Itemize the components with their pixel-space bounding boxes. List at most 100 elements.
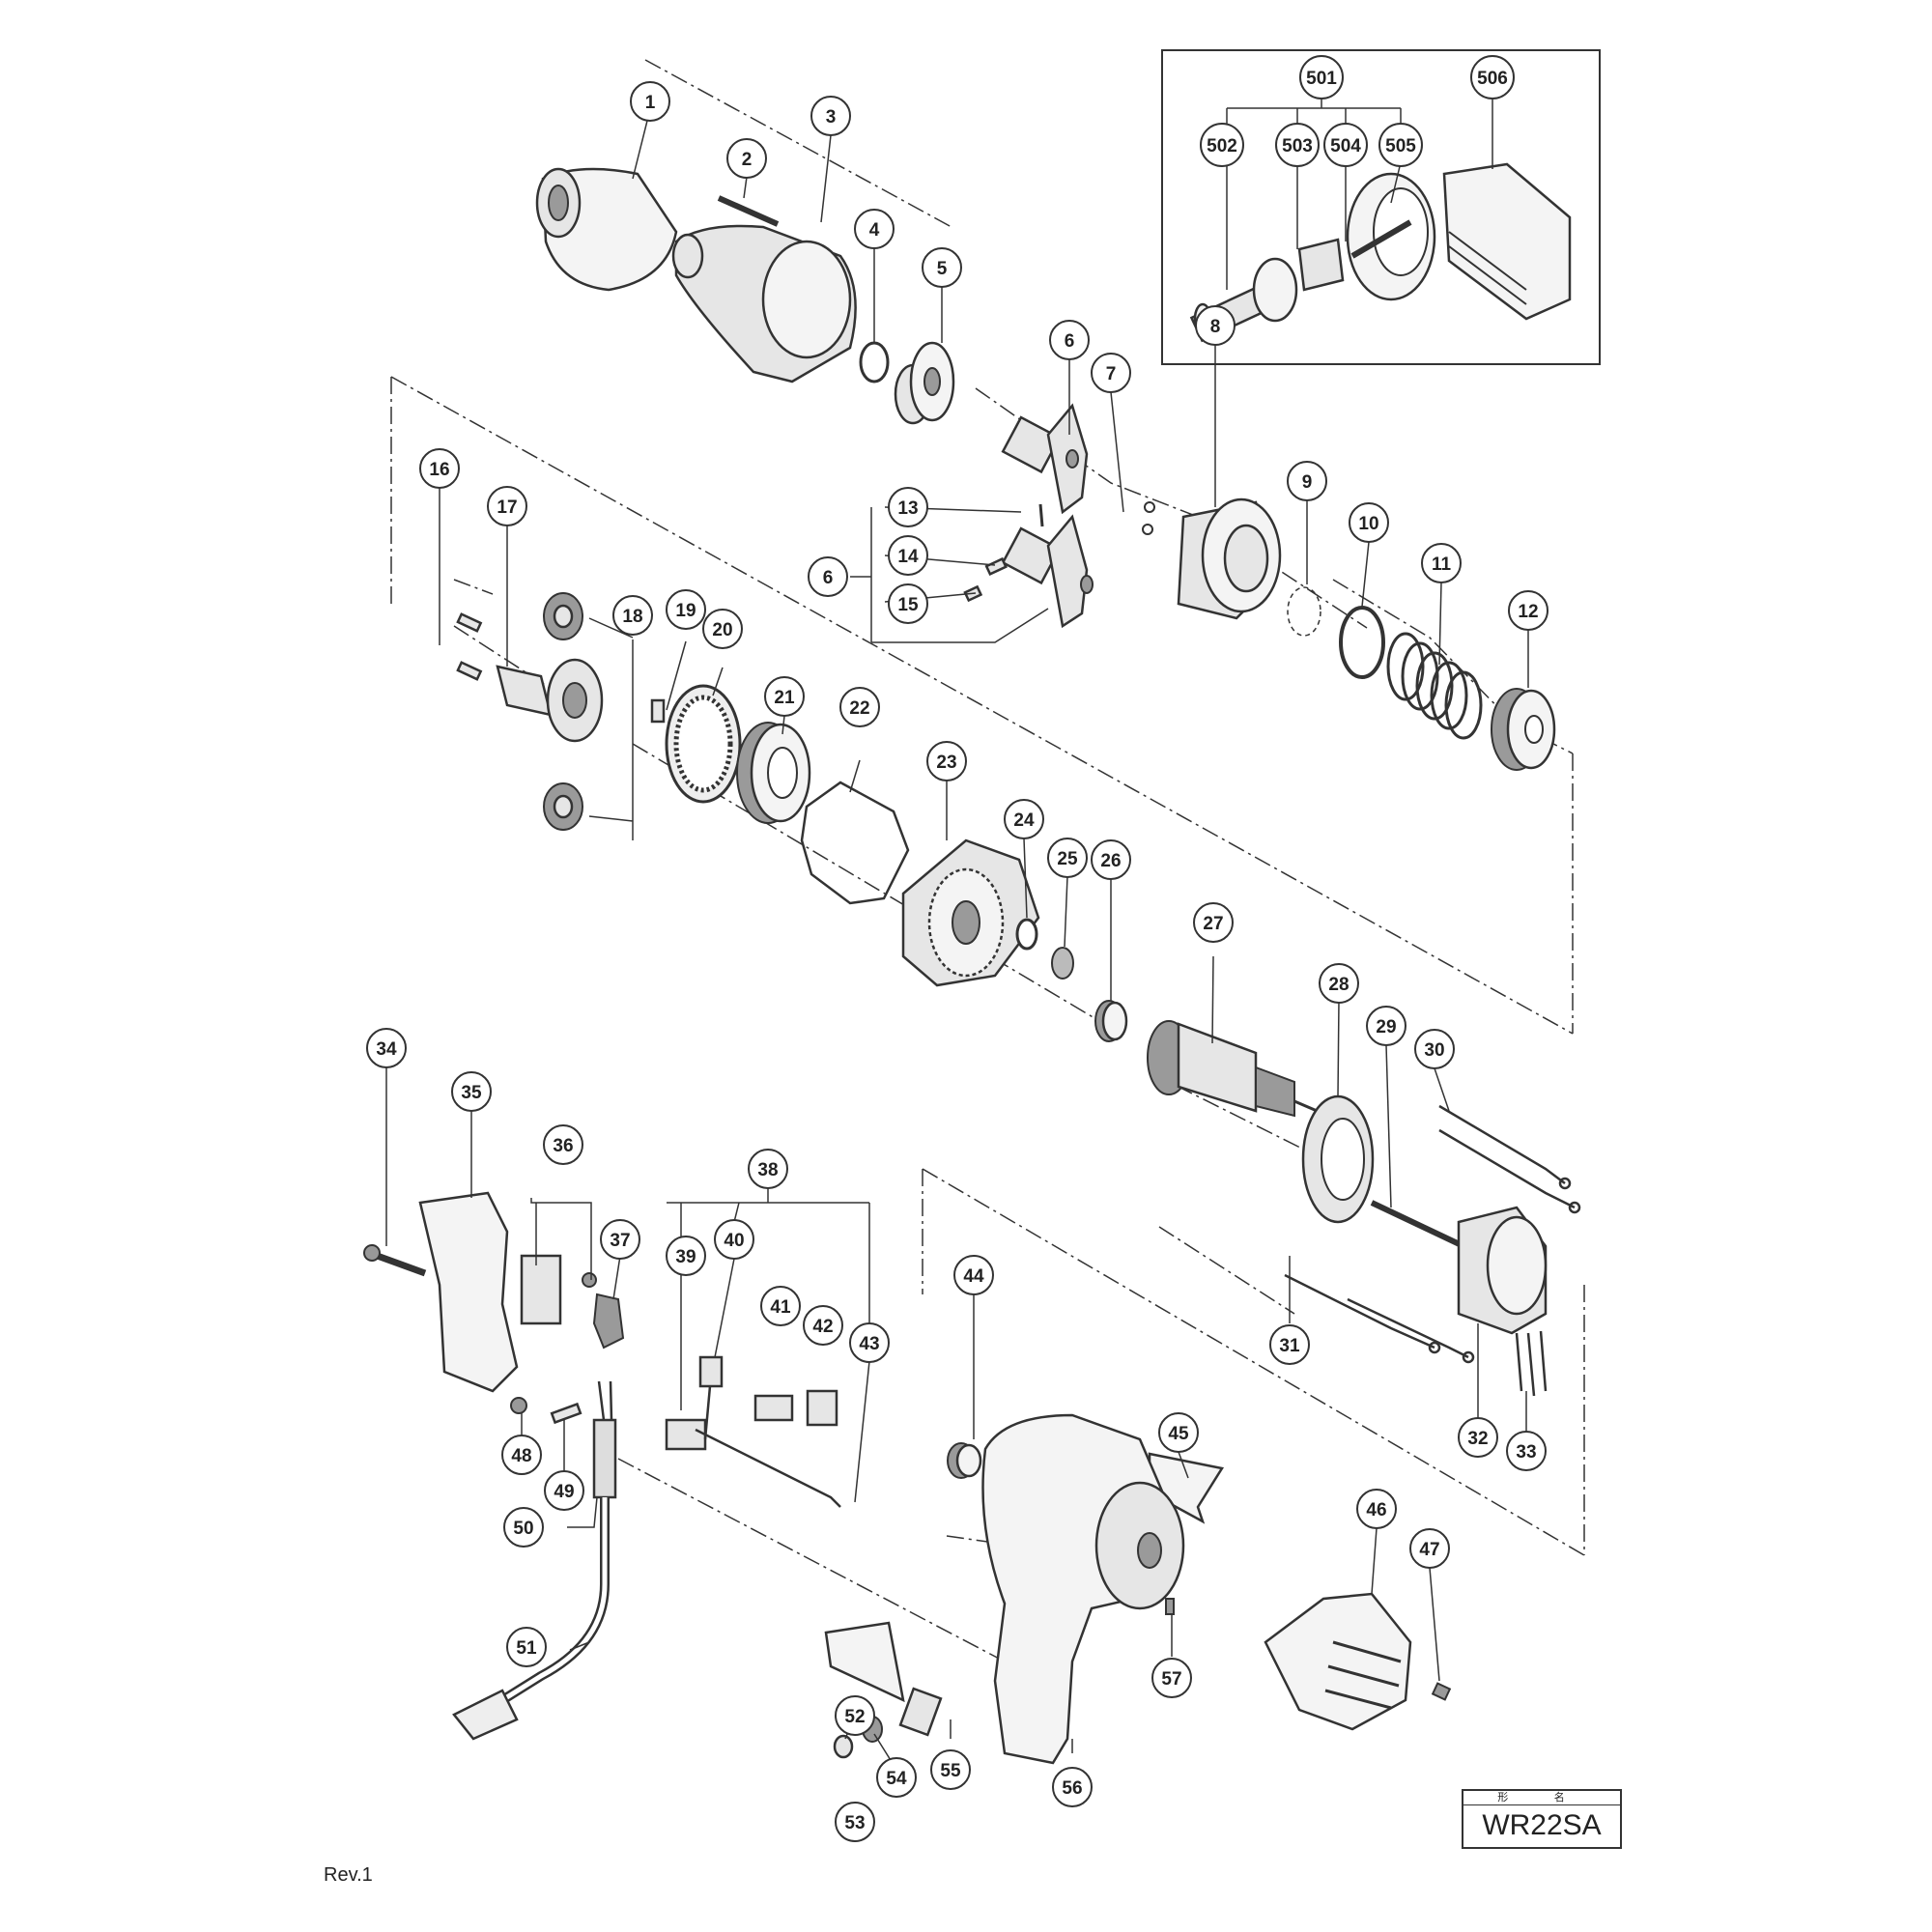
pin-19 <box>650 698 666 724</box>
callout-number: 6 <box>1065 331 1075 352</box>
screw-57 <box>1165 1598 1175 1615</box>
accessory-box <box>1161 49 1601 365</box>
callout-504: 504 <box>1323 123 1368 167</box>
callout-2: 2 <box>726 138 767 179</box>
callout-19: 19 <box>666 589 706 630</box>
spring-11 <box>1386 632 1483 740</box>
callout-circle <box>600 1219 640 1260</box>
callout-number: 45 <box>1168 1424 1189 1444</box>
anvil-lower <box>1001 514 1094 629</box>
callout-circle <box>1356 1489 1397 1529</box>
callout-13: 13 <box>888 487 928 527</box>
model-header: 形 名 <box>1463 1791 1620 1805</box>
callout-number: 1 <box>645 93 656 113</box>
callout-circle <box>1052 1767 1093 1807</box>
pin-13 <box>1038 503 1044 527</box>
callout-circle <box>854 209 895 249</box>
callout-circle <box>953 1255 994 1295</box>
callout-number: 37 <box>610 1231 630 1251</box>
spring-14 <box>984 556 1008 576</box>
callout-4: 4 <box>854 209 895 249</box>
callout-24: 24 <box>1004 799 1044 839</box>
callout-28: 28 <box>1319 963 1359 1004</box>
callout-number: 34 <box>376 1039 397 1060</box>
callout-number: 31 <box>1279 1336 1300 1356</box>
callout-48: 48 <box>501 1435 542 1475</box>
callout-44: 44 <box>953 1255 994 1295</box>
callout-number: 2 <box>742 150 753 170</box>
callout-22: 22 <box>839 687 880 727</box>
callout-502: 502 <box>1200 123 1244 167</box>
callout-circle <box>888 535 928 576</box>
callout-number: 502 <box>1207 136 1237 156</box>
callout-number: 49 <box>554 1482 574 1502</box>
callout-54: 54 <box>876 1757 917 1798</box>
callout-number: 505 <box>1385 136 1416 156</box>
callout-30: 30 <box>1414 1029 1455 1069</box>
callout-number: 15 <box>897 595 919 615</box>
part-55 <box>898 1687 943 1737</box>
callout-43: 43 <box>849 1322 890 1363</box>
callout-17: 17 <box>487 486 527 526</box>
ball-9 <box>1287 586 1321 637</box>
callout-number: 10 <box>1358 514 1378 534</box>
callout-503: 503 <box>1275 123 1320 167</box>
callout-circle <box>506 1627 547 1667</box>
bearing-21 <box>736 722 811 824</box>
callout-circle <box>1269 1324 1310 1365</box>
callout-number: 46 <box>1366 1500 1386 1520</box>
callout-circle <box>1299 55 1344 99</box>
bracket-503 <box>1297 238 1345 292</box>
model-name: WR22SA <box>1482 1809 1602 1841</box>
callout-circle <box>1421 543 1462 583</box>
callout-circle <box>1458 1417 1498 1458</box>
callout-number: 28 <box>1328 975 1349 995</box>
callout-number: 4 <box>869 220 880 241</box>
callout-18: 18 <box>612 595 653 636</box>
callout-57: 57 <box>1151 1658 1192 1698</box>
lead-wires-30 <box>1438 1104 1581 1214</box>
callout-37: 37 <box>600 1219 640 1260</box>
revision-label: Rev.1 <box>324 1864 373 1886</box>
callout-number: 14 <box>897 547 919 567</box>
callout-34: 34 <box>366 1028 407 1068</box>
callout-505: 505 <box>1378 123 1423 167</box>
callout-27: 27 <box>1193 902 1234 943</box>
callout-12: 12 <box>1508 590 1548 631</box>
tail-cover-46 <box>1264 1592 1412 1731</box>
hammer-case <box>671 224 857 384</box>
callout-number: 18 <box>622 607 642 627</box>
callout-11: 11 <box>1421 543 1462 583</box>
callout-number: 32 <box>1467 1429 1488 1449</box>
callout-8: 8 <box>1195 305 1236 346</box>
accessory-leaders <box>1226 93 1493 290</box>
callout-circle <box>1195 305 1236 346</box>
needle-rollers-16 <box>456 612 483 681</box>
callout-26: 26 <box>1091 839 1131 880</box>
callout-circle <box>1151 1658 1192 1698</box>
callout-circle <box>666 1236 706 1276</box>
callout-circle <box>702 609 743 649</box>
callout-circle <box>1349 502 1389 543</box>
screw-47 <box>1431 1682 1452 1701</box>
stator-wires-33 <box>1515 1330 1548 1397</box>
callout-number: 16 <box>429 460 449 480</box>
callout-number: 23 <box>936 753 956 773</box>
callout-1: 1 <box>630 81 670 122</box>
callout-circle <box>1200 123 1244 167</box>
callout-circle <box>888 583 928 624</box>
inner-cover-23 <box>901 838 1040 987</box>
callout-circle <box>612 595 653 636</box>
callout-47: 47 <box>1409 1528 1450 1569</box>
callout-number: 6 <box>823 568 834 588</box>
callout-number: 33 <box>1516 1442 1536 1463</box>
callout-number: 40 <box>724 1231 744 1251</box>
front-cover <box>535 167 678 292</box>
callout-circle <box>726 138 767 179</box>
callout-number: 17 <box>497 497 517 518</box>
callout-circle <box>1409 1528 1450 1569</box>
callout-circle <box>926 741 967 781</box>
callout-number: 51 <box>516 1638 537 1659</box>
callout-circle <box>1414 1029 1455 1069</box>
